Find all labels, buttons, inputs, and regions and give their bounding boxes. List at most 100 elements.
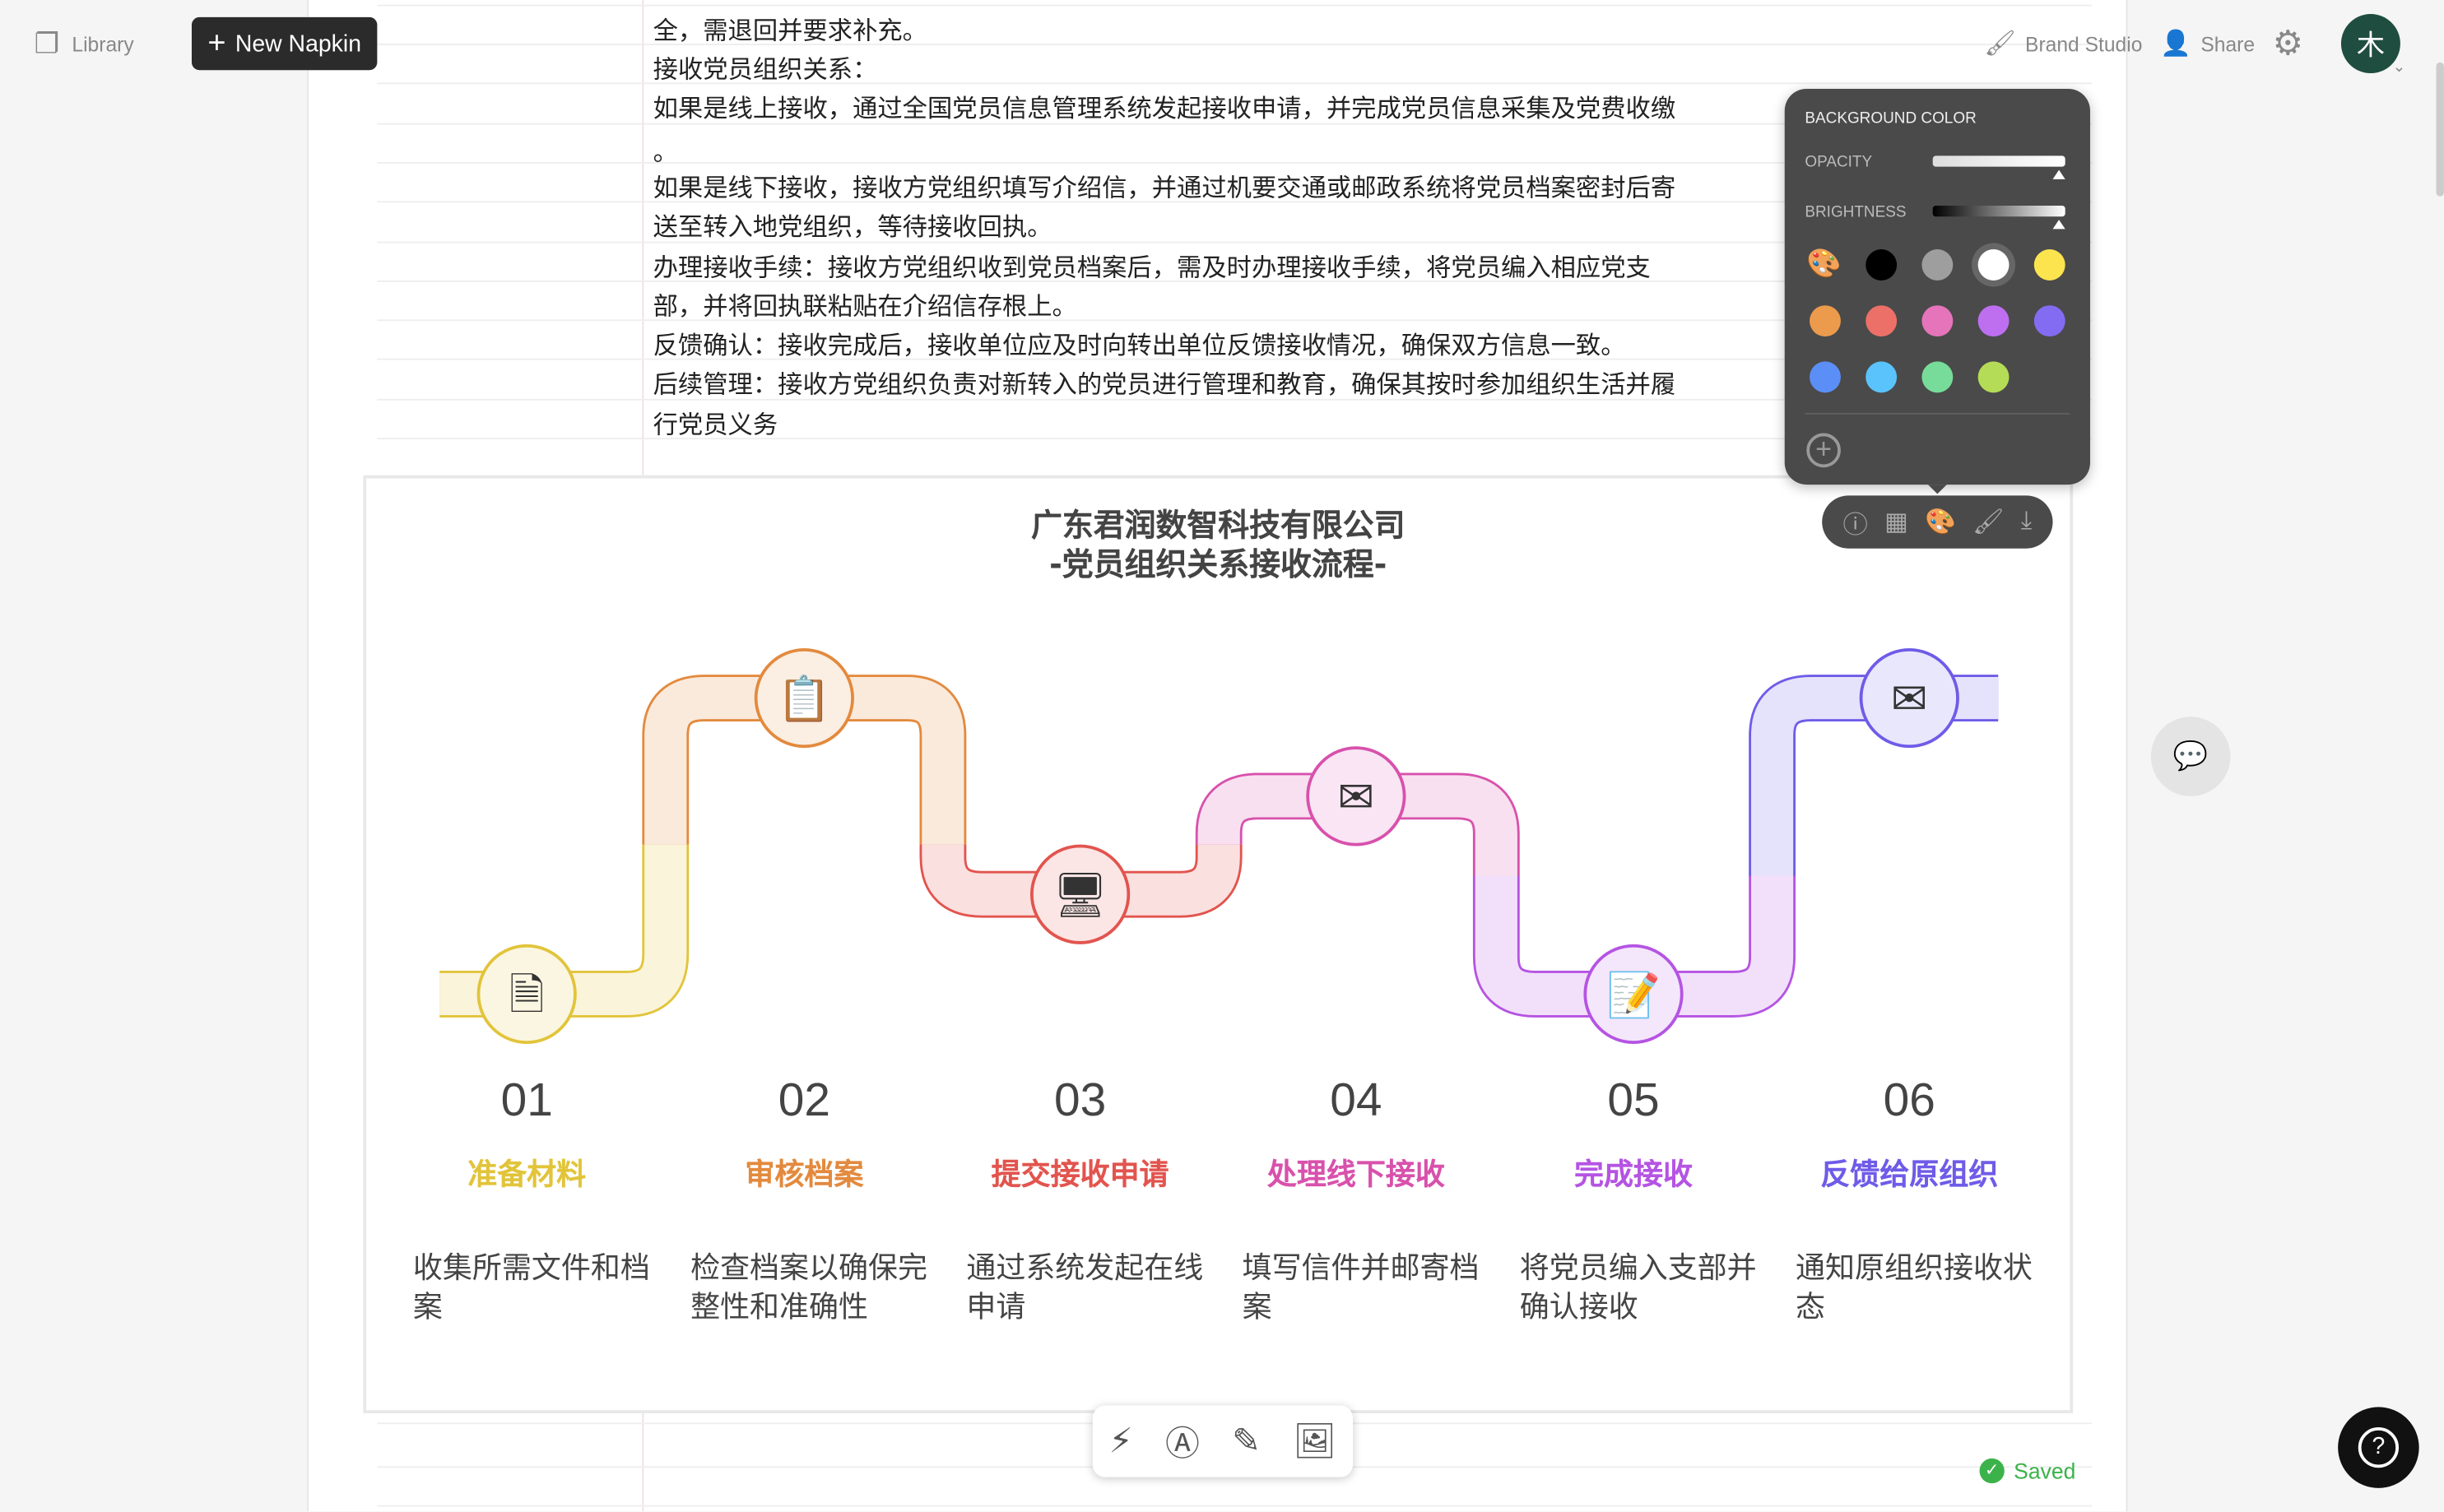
pipe-segment-fill xyxy=(439,844,687,1016)
document-line[interactable]: 送至转入地党组织，等待接收回执。 xyxy=(653,211,1052,242)
row-divider xyxy=(377,161,2092,164)
avatar-initial: 木 xyxy=(2356,29,2385,61)
step-number: 01 xyxy=(500,1074,553,1127)
step-description: 将党员编入支部并确认接收 xyxy=(1519,1250,1757,1324)
color-swatch[interactable] xyxy=(1921,249,1954,281)
opacity-slider-handle[interactable] xyxy=(2052,169,2065,179)
new-napkin-button[interactable]: + New Napkin xyxy=(191,16,378,71)
step-node xyxy=(754,647,854,749)
pipeline-graphic: 🗎📋🖥✉📝✉ xyxy=(439,647,1999,1045)
document-line[interactable]: 如果是线上接收，通过全国党员信息管理系统发起接收申请，并完成党员信息采集及党费收… xyxy=(653,93,1676,123)
pipe-segment-inner xyxy=(644,676,964,845)
scrollbar[interactable] xyxy=(2436,62,2444,197)
color-swatch[interactable] xyxy=(1866,305,1898,337)
plus-icon: + xyxy=(207,26,226,60)
gear-icon[interactable]: ⚙ xyxy=(2272,23,2303,63)
step-number: 03 xyxy=(1054,1074,1107,1127)
popup-pointer xyxy=(1928,485,1947,494)
step-node-fill xyxy=(480,947,574,1041)
step-description: 检查档案以确保完整性和准确性 xyxy=(690,1250,928,1324)
opacity-label: OPACITY xyxy=(1805,154,1873,172)
brightness-slider-handle[interactable] xyxy=(2052,220,2065,230)
form-pen-icon: 📝 xyxy=(1606,969,1661,1019)
brand-studio-button[interactable]: 🖌 Brand Studio xyxy=(1984,28,2142,59)
layout-icon[interactable]: ▦ xyxy=(1884,509,1908,536)
background-color-popup: BACKGROUND COLOR OPACITY BRIGHTNESS 🎨 + xyxy=(1784,88,2090,485)
pipe-segment-inner xyxy=(1751,676,1999,876)
visual-toolbar: ⓘ ▦ 🎨 🖌 ⤓ xyxy=(1822,495,2053,549)
document-line[interactable]: 办理接收手续：接收方党组织收到党员档案后，需及时办理接收手续，将党员编入相应党支 xyxy=(653,252,1651,282)
color-swatch[interactable] xyxy=(1810,305,1841,337)
library-icon: ❐ xyxy=(34,28,60,59)
document-line[interactable]: 如果是线下接收，接收方党组织填写介绍信，并通过机要交通或邮政系统将党员档案密封后… xyxy=(653,173,1676,203)
row-divider xyxy=(377,44,2092,45)
row-divider xyxy=(377,438,2092,440)
step-description: 收集所需文件和档案 xyxy=(412,1250,650,1324)
divider xyxy=(1805,412,2070,415)
step-node-fill xyxy=(1309,749,1403,843)
color-swatch[interactable] xyxy=(1866,249,1898,281)
color-swatch[interactable] xyxy=(1810,361,1841,393)
share-label: Share xyxy=(2200,31,2256,56)
custom-palette-icon[interactable]: 🎨 xyxy=(1806,248,1842,280)
help-button[interactable]: ? xyxy=(2338,1407,2419,1488)
computer-icon: 🖥 xyxy=(1052,871,1108,920)
step-description: 填写信件并邮寄档案 xyxy=(1242,1250,1480,1324)
text-box-icon[interactable]: Ⓐ xyxy=(1165,1424,1200,1463)
step-title: 审核档案 xyxy=(745,1157,864,1192)
opacity-slider[interactable] xyxy=(1932,155,2065,167)
chevron-down-icon[interactable]: ⌄ xyxy=(2392,58,2406,77)
library-button[interactable]: ❐ Library xyxy=(35,28,134,61)
comment-button[interactable]: 💬 xyxy=(2150,717,2231,796)
step-number: 02 xyxy=(778,1074,830,1127)
step-node-fill xyxy=(1862,651,1957,745)
brush-icon[interactable]: 🖌 xyxy=(1972,509,2005,536)
row-divider xyxy=(377,4,2092,7)
step-title: 提交接收申请 xyxy=(991,1157,1169,1192)
info-icon[interactable]: ⓘ xyxy=(1842,513,1868,540)
document-line[interactable]: 接收党员组织关系： xyxy=(653,54,878,85)
document-line[interactable]: 全，需退回并要求补充。 xyxy=(653,15,928,45)
row-divider xyxy=(377,358,2092,360)
mail-icon: ✉ xyxy=(1338,773,1374,822)
brush-icon: 🖌 xyxy=(1984,30,2016,58)
avatar[interactable]: 木 xyxy=(2340,14,2400,74)
color-swatch[interactable] xyxy=(1977,249,2010,281)
color-swatch[interactable] xyxy=(2033,249,2065,281)
step-node xyxy=(476,944,577,1045)
pencil-icon[interactable]: ✎ xyxy=(1232,1421,1261,1460)
share-button[interactable]: 👤 Share xyxy=(2160,28,2255,59)
margin-line xyxy=(642,0,644,475)
row-divider xyxy=(377,123,2092,125)
row-divider xyxy=(377,319,2092,322)
color-swatch[interactable] xyxy=(1921,361,1954,393)
step-number: 05 xyxy=(1607,1074,1660,1127)
color-swatch[interactable] xyxy=(1866,361,1898,393)
insert-toolbar: ⚡ Ⓐ ✎ 🖼 xyxy=(1092,1405,1354,1477)
document-line[interactable]: 后续管理：接收方党组织负责对新转入的党员进行管理和教育，确保其按时参加组织生活并… xyxy=(653,369,1676,399)
step-node xyxy=(1030,844,1131,944)
add-color-icon[interactable]: + xyxy=(1806,433,1841,468)
download-icon[interactable]: ⤓ xyxy=(2020,508,2033,535)
step-number: 04 xyxy=(1330,1074,1382,1127)
brightness-slider[interactable] xyxy=(1932,206,2065,217)
checklist-icon: 📋 xyxy=(777,673,831,723)
brightness-label: BRIGHTNESS xyxy=(1805,204,1907,221)
spark-search-icon[interactable]: ⚡ xyxy=(1108,1421,1133,1460)
palette-icon[interactable]: 🎨 xyxy=(1925,509,1956,536)
mail-reply-icon: ✉ xyxy=(1891,675,1927,723)
color-swatch[interactable] xyxy=(1977,361,2010,393)
brand-studio-label: Brand Studio xyxy=(2025,31,2143,56)
document-line[interactable]: 行党员义务 xyxy=(653,410,778,440)
step-description: 通过系统发起在线申请 xyxy=(966,1250,1204,1324)
color-swatch[interactable] xyxy=(2033,305,2065,337)
color-swatch[interactable] xyxy=(1977,305,2010,337)
color-swatch[interactable] xyxy=(1921,305,1954,337)
document-line[interactable]: 反馈确认：接收完成后，接收单位应及时向转出单位反馈接收情况，确保双方信息一致。 xyxy=(653,330,1626,360)
document-line[interactable]: 部，并将回执联粘贴在介绍信存根上。 xyxy=(653,291,1077,322)
step-node xyxy=(1859,647,1959,749)
document-line[interactable]: 。 xyxy=(653,137,678,167)
image-icon[interactable]: 🖼 xyxy=(1293,1421,1337,1460)
step-node xyxy=(1306,746,1406,846)
